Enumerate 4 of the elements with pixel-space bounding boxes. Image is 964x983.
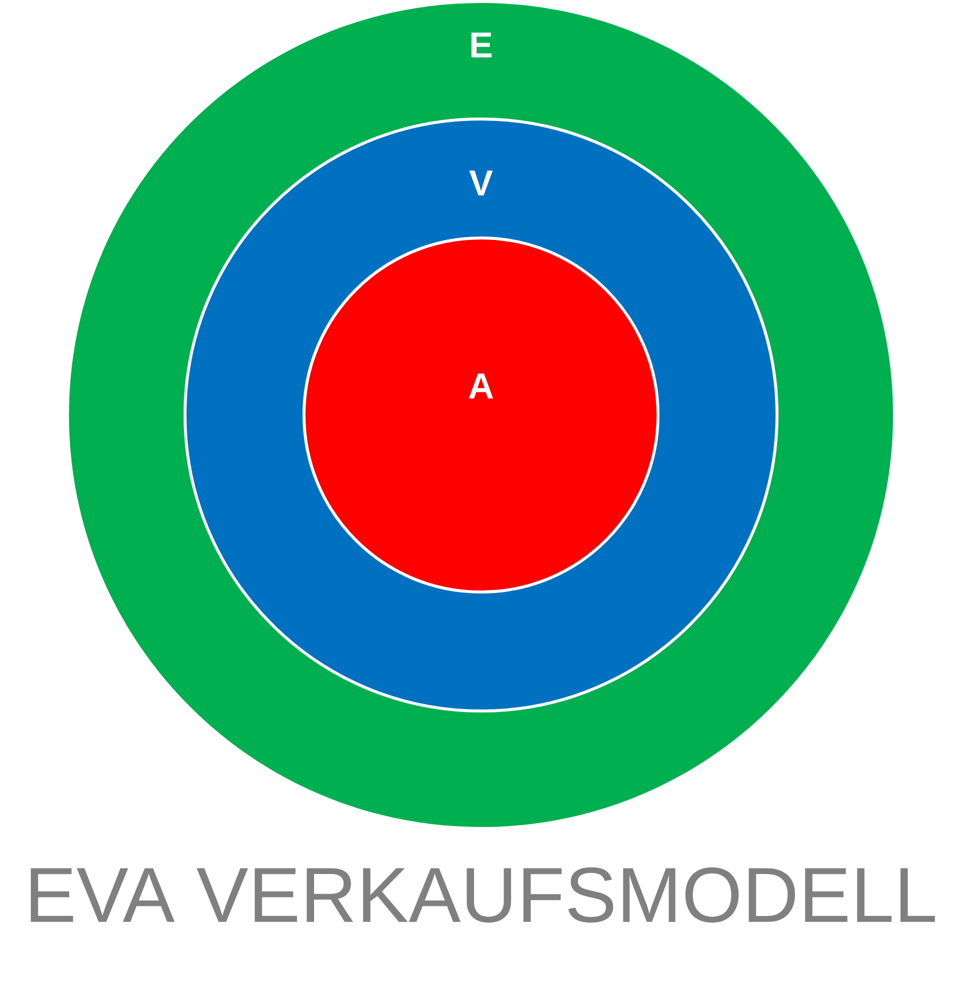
ring-label: A xyxy=(468,374,494,398)
caption: EVA VERKAUFSMODELL xyxy=(30,867,935,923)
ring-label: V xyxy=(469,170,493,196)
ring-label: E xyxy=(471,32,492,58)
